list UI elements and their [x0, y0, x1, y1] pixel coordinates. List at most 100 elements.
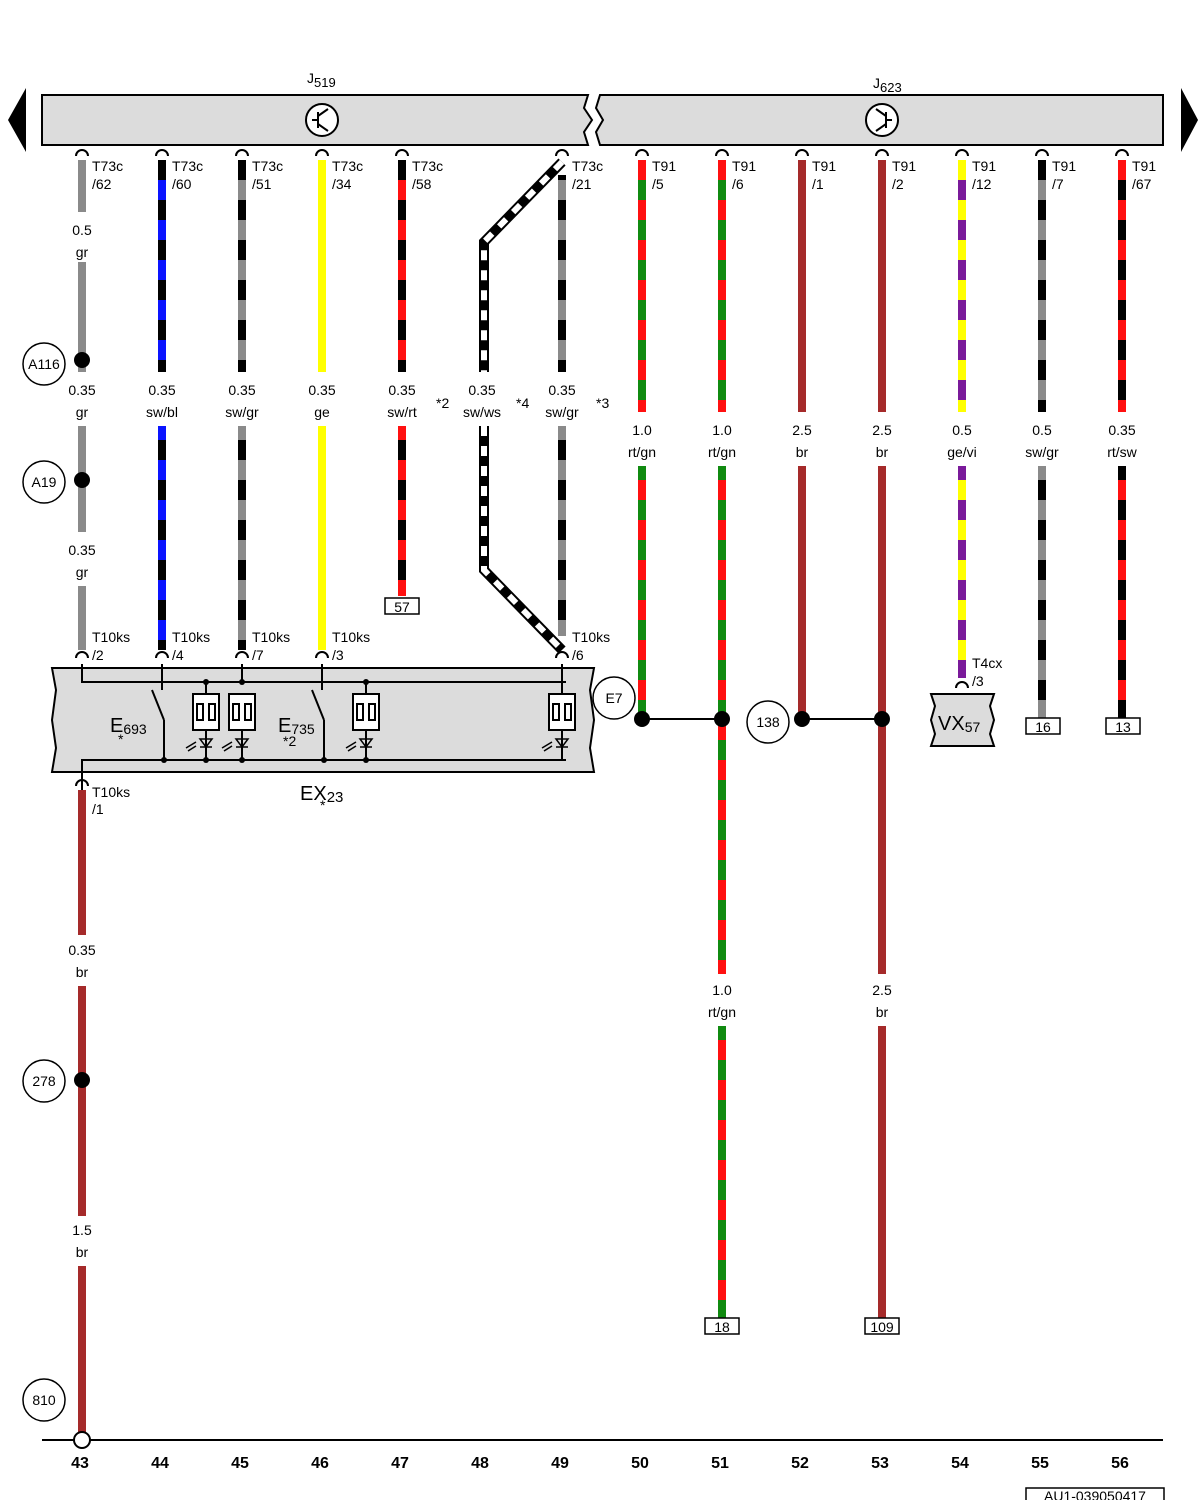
- wire-size: 1.0: [712, 982, 732, 998]
- wire-size: 0.35: [1108, 422, 1135, 438]
- box-label: 18: [714, 1319, 730, 1335]
- wire-color: gr: [76, 564, 89, 580]
- pin-label: /12: [972, 176, 992, 192]
- wire-45-swgr: [238, 160, 246, 372]
- document-id: AU1-039050417: [1025, 1487, 1165, 1500]
- column-number: 49: [551, 1455, 569, 1472]
- wire-color: ge/vi: [947, 444, 977, 460]
- pin-label: T10ks: [92, 784, 130, 800]
- wire-color: gr: [76, 404, 89, 420]
- resistor-pair-icon: [192, 693, 576, 731]
- pin-label: /21: [572, 176, 592, 192]
- wire-size: 0.5: [72, 222, 92, 238]
- wire-size: 0.35: [308, 382, 335, 398]
- wire-55-swgr: [1038, 466, 1046, 718]
- wire-43-gr: [78, 586, 86, 650]
- wire-color: br: [76, 1244, 89, 1260]
- transistor-icon-right: [865, 103, 899, 137]
- wire-48-swws: [479, 158, 566, 372]
- wire-color: br: [796, 444, 809, 460]
- pin-label: T91: [892, 158, 916, 174]
- wire-size: 1.0: [632, 422, 652, 438]
- pin-label: T73c: [332, 158, 363, 174]
- ref-label: 138: [756, 714, 780, 730]
- box-label: 57: [394, 599, 410, 615]
- pin-label: /2: [892, 176, 904, 192]
- wire-size: 0.5: [1032, 422, 1052, 438]
- reference-boxes: 57 16 13 18 109: [384, 597, 1141, 1335]
- wire-44-swbl: [158, 426, 166, 650]
- pin-label: /3: [972, 673, 984, 689]
- pin-label: T91: [972, 158, 996, 174]
- wire-51-rtgn: [718, 1026, 726, 1318]
- box-label: 109: [870, 1319, 894, 1335]
- wire-color: sw/bl: [146, 404, 178, 420]
- wire-color: sw/gr: [545, 404, 579, 420]
- column-number: 43: [71, 1455, 89, 1472]
- column-number: 47: [391, 1455, 409, 1472]
- arrow-right-icon[interactable]: [1181, 88, 1198, 152]
- column-number: 45: [231, 1455, 249, 1472]
- wire-53-br: [878, 160, 886, 412]
- wire-color: br: [876, 1004, 889, 1020]
- module-label-j519: J519: [307, 70, 336, 90]
- pin-label: T91: [812, 158, 836, 174]
- wire-size: 2.5: [872, 422, 892, 438]
- pin-label: /62: [92, 176, 112, 192]
- wire-54-gevi: [958, 160, 966, 412]
- pin-label: T73c: [412, 158, 443, 174]
- pin-label: T91: [652, 158, 676, 174]
- wire-47-swrt: [398, 426, 406, 596]
- wire-46-ge: [318, 160, 326, 372]
- transistor-icon-left: [305, 103, 339, 137]
- reference-circles: A116 A19 E7 138 278 810: [22, 342, 790, 1422]
- ref-label: E7: [605, 690, 622, 706]
- wire-size: 1.5: [72, 1222, 92, 1238]
- column-numbers: 43 44 45 46 47 48 49 50 51 52 53 54 55 5…: [71, 1455, 1129, 1472]
- pin-label: T73c: [172, 158, 203, 174]
- pin-label: T10ks: [332, 629, 370, 645]
- wire-44-swbl: [158, 160, 166, 372]
- pin-label: /58: [412, 176, 432, 192]
- wire-color: sw/gr: [225, 404, 259, 420]
- column-number: 50: [631, 1455, 649, 1472]
- pin-label: /1: [92, 801, 104, 817]
- pin-label: /3: [332, 647, 344, 663]
- column-number: 53: [871, 1455, 889, 1472]
- wire-color: rt/gn: [628, 444, 656, 460]
- arrow-left-icon[interactable]: [8, 88, 26, 152]
- wire-size: 0.35: [68, 942, 95, 958]
- wire-43-br: [78, 790, 86, 935]
- junction-dots: [74, 352, 890, 1088]
- wire-color: br: [876, 444, 889, 460]
- module-ex23-label: EX23: [300, 783, 343, 806]
- column-number: 46: [311, 1455, 329, 1472]
- box-label: 13: [1115, 719, 1131, 735]
- pin-label: T91: [1052, 158, 1076, 174]
- component-vx57: VX57: [929, 693, 996, 747]
- wire-43-gr: [78, 160, 86, 212]
- wire-55-swgr: [1038, 160, 1046, 412]
- pin-label: /2: [92, 647, 104, 663]
- column-number: 51: [711, 1455, 729, 1472]
- wire-48-swws: [479, 426, 566, 654]
- wire-color: sw/gr: [1025, 444, 1059, 460]
- wire-49-swgr: [558, 175, 566, 372]
- pin-label: /1: [812, 176, 824, 192]
- switch-e693-label: E693: [110, 715, 147, 737]
- pin-label: T4cx: [972, 655, 1002, 671]
- wire-color: ge: [314, 404, 330, 420]
- wire-54-gevi: [958, 466, 966, 678]
- wire-52-br: [798, 160, 806, 412]
- wire-size: 0.35: [68, 382, 95, 398]
- wire-47-swrt: [398, 160, 406, 372]
- document-id-text: AU1-039050417: [1044, 1488, 1146, 1500]
- pin-symbols: [75, 149, 1129, 787]
- pin-label: /6: [572, 647, 584, 663]
- pin-label: /4: [172, 647, 184, 663]
- top-pin-labels: T73c/62 T73c/60 T73c/51 T73c/34 T73c/58 …: [92, 158, 1156, 192]
- wire-size: 2.5: [872, 982, 892, 998]
- module-ex23-star: *: [320, 797, 326, 813]
